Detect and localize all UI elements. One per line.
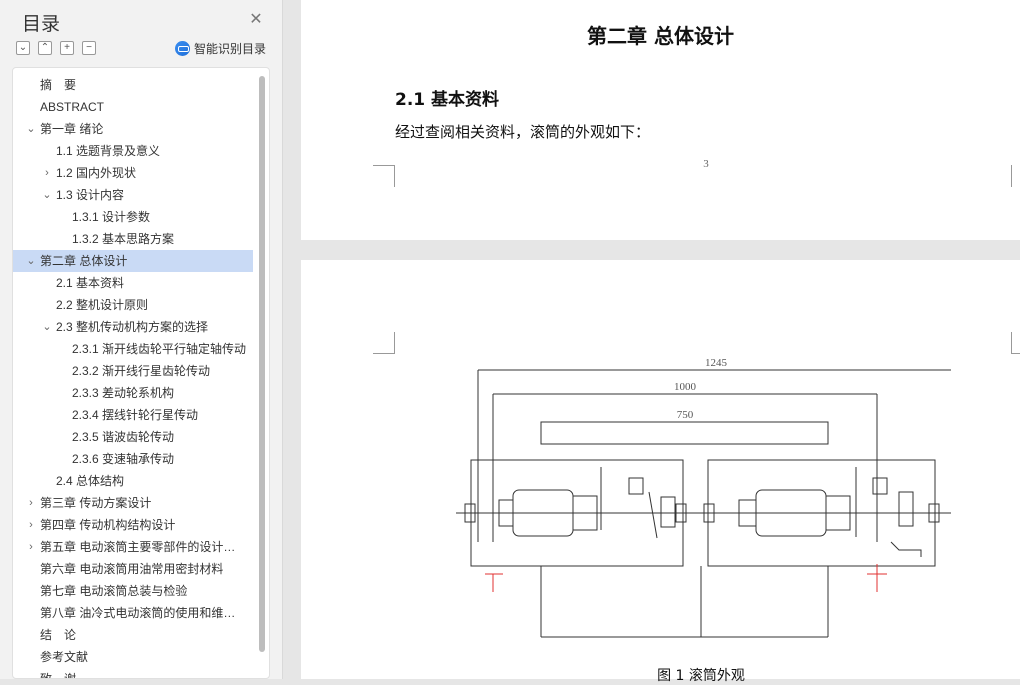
page-4: 1245 1000 750 图 1 滚筒外观 bbox=[301, 260, 1020, 684]
toc-item-label: 2.4 总体结构 bbox=[56, 474, 125, 488]
chevron-right-icon[interactable]: › bbox=[29, 541, 33, 553]
toc-item[interactable]: 第八章 油冷式电动滚筒的使用和维护保养 bbox=[13, 602, 253, 624]
toc-item[interactable]: 1.3.2 基本思路方案 bbox=[13, 228, 253, 250]
crop-mark bbox=[373, 332, 395, 354]
toc-item-label: 致 谢 bbox=[40, 672, 77, 679]
toc-item-label: 2.3.3 差动轮系机构 bbox=[72, 386, 175, 400]
toc-item-label: 1.3.2 基本思路方案 bbox=[72, 232, 175, 246]
chevron-down-icon[interactable]: ⌄ bbox=[42, 321, 52, 333]
chevron-right-icon[interactable]: › bbox=[45, 167, 49, 179]
toc-item-label: 1.2 国内外现状 bbox=[56, 166, 137, 180]
toc-item[interactable]: 2.3.5 谐波齿轮传动 bbox=[13, 426, 253, 448]
toc-item[interactable]: 1.1 选题背景及意义 bbox=[13, 140, 253, 162]
crop-mark bbox=[1011, 165, 1020, 187]
toc-item-label: 2.3.1 渐开线齿轮平行轴定轴传动 bbox=[72, 342, 247, 356]
toc-sidebar: 目录 ✕ ⌄ ⌃ + − 智能识别目录 摘 要 ABSTRACT ⌄ 第一章 绪论 1.… bbox=[0, 0, 283, 679]
toc-item-label: 第一章 绪论 bbox=[40, 122, 104, 136]
toc-item[interactable]: ⌄ 第一章 绪论 bbox=[13, 118, 253, 140]
document-area: 第二章 总体设计 2.1 基本资料 经过查阅相关资料，滚筒的外观如下： 3 bbox=[284, 0, 1020, 684]
toc-item-label: 第三章 传动方案设计 bbox=[40, 496, 152, 510]
toc-item[interactable]: › 第四章 传动机构结构设计 bbox=[13, 514, 253, 536]
toc-item[interactable]: 结 论 bbox=[13, 624, 253, 646]
toc-item[interactable]: 2.3.1 渐开线齿轮平行轴定轴传动 bbox=[13, 338, 253, 360]
toc-item[interactable]: ⌄ 2.3 整机传动机构方案的选择 bbox=[13, 316, 253, 338]
toc-item-label: 2.1 基本资料 bbox=[56, 276, 125, 290]
toc-item[interactable]: 参考文献 bbox=[13, 646, 253, 668]
toc-item-label: 1.3.1 设计参数 bbox=[72, 210, 151, 224]
toc-item-label: 2.3 整机传动机构方案的选择 bbox=[56, 320, 209, 334]
chevron-down-icon[interactable]: ⌄ bbox=[42, 189, 52, 201]
toc-item[interactable]: 2.1 基本资料 bbox=[13, 272, 253, 294]
toc-item-label: 第五章 电动滚筒主要零部件的设计计算 bbox=[40, 540, 247, 554]
chevron-down-icon[interactable]: ⌄ bbox=[26, 255, 36, 267]
toc-list: 摘 要 ABSTRACT ⌄ 第一章 绪论 1.1 选题背景及意义 › 1.2 国内外现状 ⌄… bbox=[13, 74, 253, 679]
toc-item[interactable]: 2.3.4 摆线针轮行星传动 bbox=[13, 404, 253, 426]
toc-item[interactable]: ABSTRACT bbox=[13, 96, 253, 118]
dim-inner-label: 750 bbox=[677, 409, 694, 421]
dim-total-label: 1245 bbox=[705, 357, 728, 369]
toc-item-label: 第二章 总体设计 bbox=[40, 254, 128, 268]
toc-item-label: 1.1 选题背景及意义 bbox=[56, 144, 161, 158]
toc-item[interactable]: 2.4 总体结构 bbox=[13, 470, 253, 492]
toc-item-label: 2.3.2 渐开线行星齿轮传动 bbox=[72, 364, 211, 378]
toc-item-label: 摘 要 bbox=[40, 78, 77, 92]
toc-item-label: 第八章 油冷式电动滚筒的使用和维护保养 bbox=[40, 606, 247, 620]
toc-item[interactable]: 第六章 电动滚筒用油常用密封材料 bbox=[13, 558, 253, 580]
toc-item[interactable]: 第七章 电动滚筒总装与检验 bbox=[13, 580, 253, 602]
toc-item[interactable]: 2.3.6 变速轴承传动 bbox=[13, 448, 253, 470]
section-title: 2.1 基本资料 bbox=[395, 90, 500, 110]
page-number: 3 bbox=[703, 158, 709, 170]
chapter-title: 第二章 总体设计 bbox=[587, 24, 734, 48]
chevron-down-icon[interactable]: ⌄ bbox=[26, 123, 36, 135]
toc-item-label: ABSTRACT bbox=[40, 100, 105, 114]
toc-item[interactable]: 2.3.3 差动轮系机构 bbox=[13, 382, 253, 404]
page-3: 第二章 总体设计 2.1 基本资料 经过查阅相关资料，滚筒的外观如下： 3 bbox=[301, 0, 1020, 240]
toc-item[interactable]: ⌄ 1.3 设计内容 bbox=[13, 184, 253, 206]
toc-item-label: 第四章 传动机构结构设计 bbox=[40, 518, 176, 532]
smart-toc-label: 智能识别目录 bbox=[194, 42, 267, 56]
toc-item[interactable]: 致 谢 bbox=[13, 668, 253, 679]
toc-item-label: 2.2 整机设计原则 bbox=[56, 298, 149, 312]
dim-mid-label: 1000 bbox=[674, 381, 697, 393]
close-icon[interactable]: ✕ bbox=[249, 11, 263, 28]
toc-item[interactable]: 2.2 整机设计原则 bbox=[13, 294, 253, 316]
toc-item[interactable]: ⌄ 第二章 总体设计 bbox=[13, 250, 253, 272]
crop-mark bbox=[373, 165, 395, 187]
crop-mark bbox=[1011, 332, 1020, 354]
toc-panel: 摘 要 ABSTRACT ⌄ 第一章 绪论 1.1 选题背景及意义 › 1.2 国内外现状 ⌄… bbox=[12, 67, 270, 679]
drum-drawing: 1245 1000 750 bbox=[456, 357, 951, 638]
toc-item[interactable]: › 1.2 国内外现状 bbox=[13, 162, 253, 184]
expand-all-icon[interactable]: ⌃ bbox=[38, 41, 52, 55]
body-paragraph: 经过查阅相关资料，滚筒的外观如下： bbox=[395, 123, 651, 141]
toc-item-label: 结 论 bbox=[40, 628, 77, 642]
toc-item-label: 参考文献 bbox=[40, 650, 89, 664]
smart-recognize-icon bbox=[175, 41, 190, 56]
toc-item[interactable]: 1.3.1 设计参数 bbox=[13, 206, 253, 228]
add-heading-icon[interactable]: + bbox=[60, 41, 74, 55]
toc-scrollbar[interactable] bbox=[259, 76, 265, 652]
collapse-all-icon[interactable]: ⌄ bbox=[16, 41, 30, 55]
chevron-right-icon[interactable]: › bbox=[29, 519, 33, 531]
toc-toolbar: ⌄ ⌃ + − bbox=[16, 41, 96, 55]
toc-item-label: 2.3.6 变速轴承传动 bbox=[72, 452, 175, 466]
toc-item-label: 1.3 设计内容 bbox=[56, 188, 125, 202]
toc-item[interactable]: › 第三章 传动方案设计 bbox=[13, 492, 253, 514]
toc-item-label: 第六章 电动滚筒用油常用密封材料 bbox=[40, 562, 224, 576]
toc-item-label: 第七章 电动滚筒总装与检验 bbox=[40, 584, 188, 598]
toc-title: 目录 bbox=[22, 14, 61, 35]
toc-item-label: 2.3.5 谐波齿轮传动 bbox=[72, 430, 175, 444]
toc-item[interactable]: › 第五章 电动滚筒主要零部件的设计计算 bbox=[13, 536, 253, 558]
smart-toc-button[interactable]: 智能识别目录 bbox=[175, 40, 266, 57]
chevron-right-icon[interactable]: › bbox=[29, 497, 33, 509]
toc-item[interactable]: 2.3.2 渐开线行星齿轮传动 bbox=[13, 360, 253, 382]
figure-caption: 图 1 滚筒外观 bbox=[657, 668, 745, 684]
toc-item[interactable]: 摘 要 bbox=[13, 74, 253, 96]
remove-heading-icon[interactable]: − bbox=[82, 41, 96, 55]
toc-item-label: 2.3.4 摆线针轮行星传动 bbox=[72, 408, 199, 422]
